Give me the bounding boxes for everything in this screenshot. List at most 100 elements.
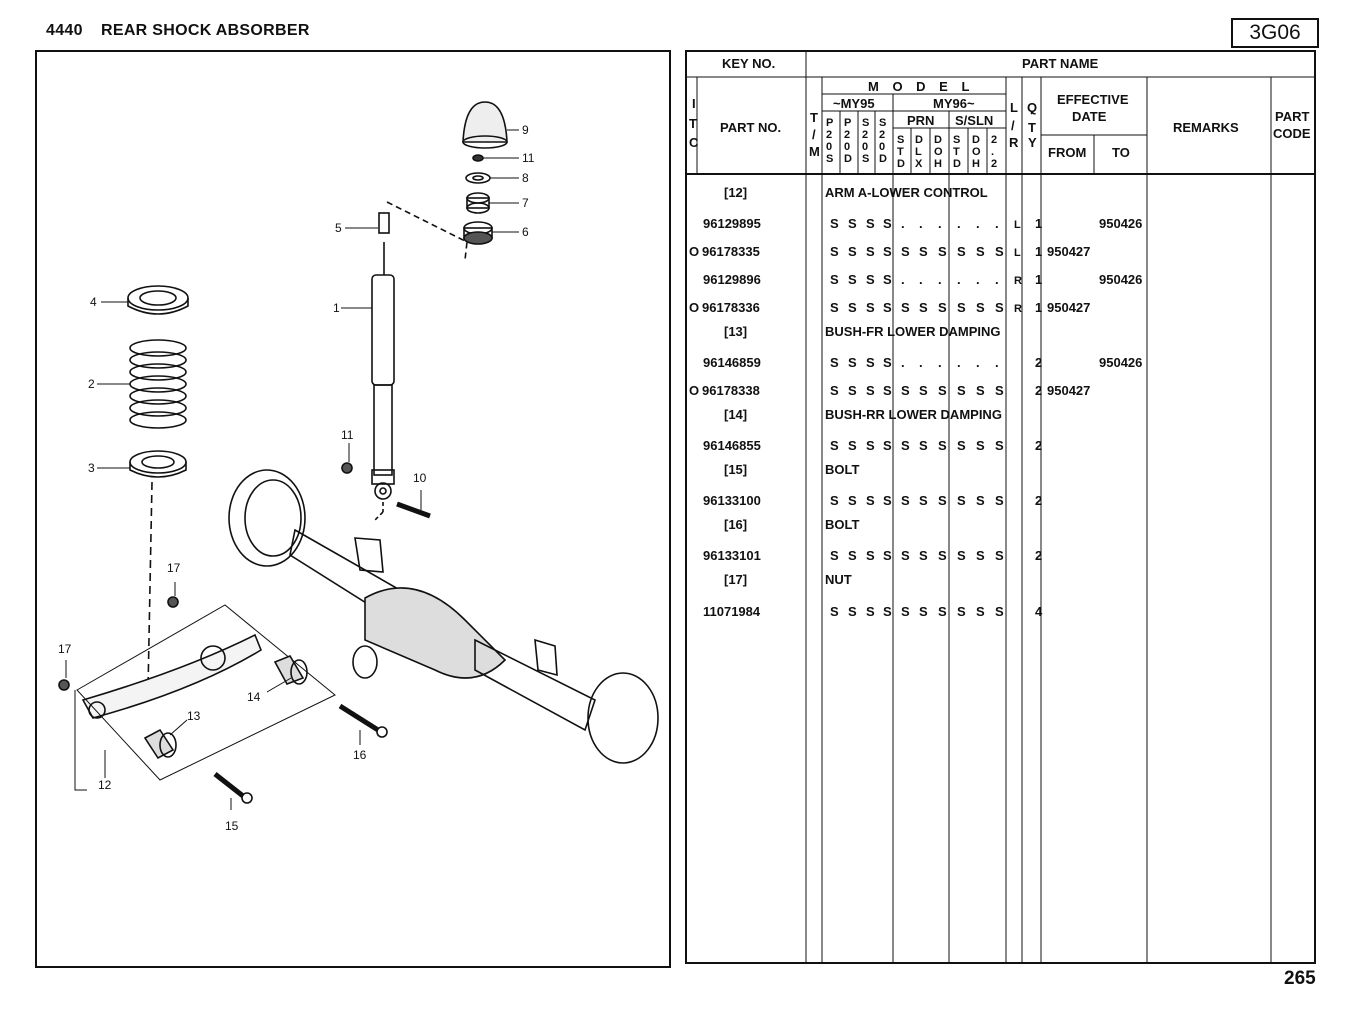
shock-lower-body [373, 384, 393, 476]
model-code-char: 0 [844, 141, 850, 153]
axle-tube-right [474, 638, 596, 732]
model-applicability: S [938, 604, 947, 619]
model-applicability: S [883, 244, 892, 259]
model-applicability: S [866, 604, 875, 619]
ssln-header: S/SLN [955, 113, 993, 128]
bump-stop-base [462, 135, 508, 149]
model-applicability: . [919, 216, 923, 231]
model-code-char: D [897, 158, 905, 170]
model-applicability: S [901, 383, 910, 398]
lr-marker: L [1014, 219, 1021, 231]
page-number: 265 [1284, 968, 1316, 989]
quantity: 1 [1035, 272, 1042, 287]
quantity: 1 [1035, 216, 1042, 231]
parts-table-frame [685, 50, 1316, 964]
model-applicability: S [938, 438, 947, 453]
effective-from: 950427 [1047, 300, 1090, 315]
model-code-char: D [934, 134, 942, 146]
model-applicability: S [957, 438, 966, 453]
callout-label: 2 [88, 377, 95, 391]
model-code-char: 2 [879, 129, 885, 141]
model-code-char: S [897, 134, 904, 146]
model-applicability: S [883, 493, 892, 508]
model-code-char: 2 [862, 129, 868, 141]
model-applicability: S [976, 548, 985, 563]
effective-to: 950426 [1099, 355, 1142, 370]
model-applicability: S [883, 604, 892, 619]
model-applicability: S [976, 604, 985, 619]
model-code-char: 0 [879, 141, 885, 153]
model-applicability: S [919, 244, 928, 259]
effective-date-header: DATE [1072, 109, 1107, 124]
callout-label: 17 [58, 642, 72, 656]
model-applicability: S [866, 383, 875, 398]
part-code-header: PART [1275, 109, 1309, 124]
model-applicability: S [995, 383, 1004, 398]
key-number: [16] [724, 517, 747, 532]
my95-header: ~MY95 [833, 96, 875, 111]
model-applicability: S [866, 300, 875, 315]
model-applicability: S [866, 272, 875, 287]
model-code-char: 2 [844, 129, 850, 141]
model-applicability: . [957, 272, 961, 287]
key-number: [14] [724, 407, 747, 422]
model-applicability: S [848, 355, 857, 370]
part-number: 96178338 [702, 383, 760, 398]
page-code-box: 3G06 [1231, 18, 1319, 48]
part-number: 96129896 [703, 272, 761, 287]
model-applicability: S [866, 244, 875, 259]
model-applicability: S [830, 355, 839, 370]
model-applicability: . [976, 272, 980, 287]
model-applicability: S [883, 383, 892, 398]
model-applicability: S [976, 383, 985, 398]
model-applicability: S [830, 493, 839, 508]
section-title: REAR SHOCK ABSORBER [101, 22, 310, 39]
model-applicability: S [957, 493, 966, 508]
key-number: [15] [724, 462, 747, 477]
part-name-header: PART NAME [1022, 56, 1099, 71]
part-name: BUSH-RR LOWER DAMPING [825, 407, 1002, 422]
model-applicability: S [901, 438, 910, 453]
model-applicability: . [919, 355, 923, 370]
lr-header: / [1011, 118, 1015, 133]
callout-label: 11 [341, 428, 354, 442]
model-code-char: 0 [826, 141, 832, 153]
part-no-header: PART NO. [720, 120, 781, 135]
model-applicability: S [976, 438, 985, 453]
remarks-header: REMARKS [1173, 120, 1239, 135]
model-applicability: S [976, 300, 985, 315]
model-code-char: 2 [826, 129, 832, 141]
lr-marker: L [1014, 247, 1021, 259]
model-applicability: S [830, 216, 839, 231]
parts-table: KEY NO. PART NAME I T C PART NO. T / M M… [685, 50, 1316, 964]
model-applicability: S [883, 300, 892, 315]
itc-header: C [689, 135, 699, 150]
callout-label: 7 [522, 196, 529, 210]
exploded-diagram: 9 11 8 7 6 5 1 4 2 3 10 11 17 17 13 14 1… [58, 101, 659, 833]
callout-label: 10 [413, 471, 427, 485]
model-applicability: S [901, 244, 910, 259]
quantity: 2 [1035, 383, 1042, 398]
model-applicability: S [976, 493, 985, 508]
model-applicability: S [830, 244, 839, 259]
callout-label: 15 [225, 819, 239, 833]
lr-header: L [1010, 100, 1018, 115]
model-code-char: S [862, 153, 869, 165]
quantity: 2 [1035, 355, 1042, 370]
callout-label: 12 [98, 778, 112, 792]
model-code-char: O [972, 146, 981, 158]
coil-spring-part [129, 339, 187, 429]
callout-label: 11 [522, 151, 535, 165]
model-code-char: T [897, 146, 904, 158]
model-applicability: . [938, 272, 942, 287]
model-applicability: S [848, 383, 857, 398]
model-applicability: S [866, 493, 875, 508]
model-applicability: S [957, 604, 966, 619]
lower-control-arm [81, 633, 262, 719]
model-code-char: O [934, 146, 943, 158]
model-applicability: S [995, 548, 1004, 563]
model-code-char: D [844, 153, 852, 165]
lr-marker: R [1014, 303, 1022, 315]
model-applicability: S [995, 438, 1004, 453]
